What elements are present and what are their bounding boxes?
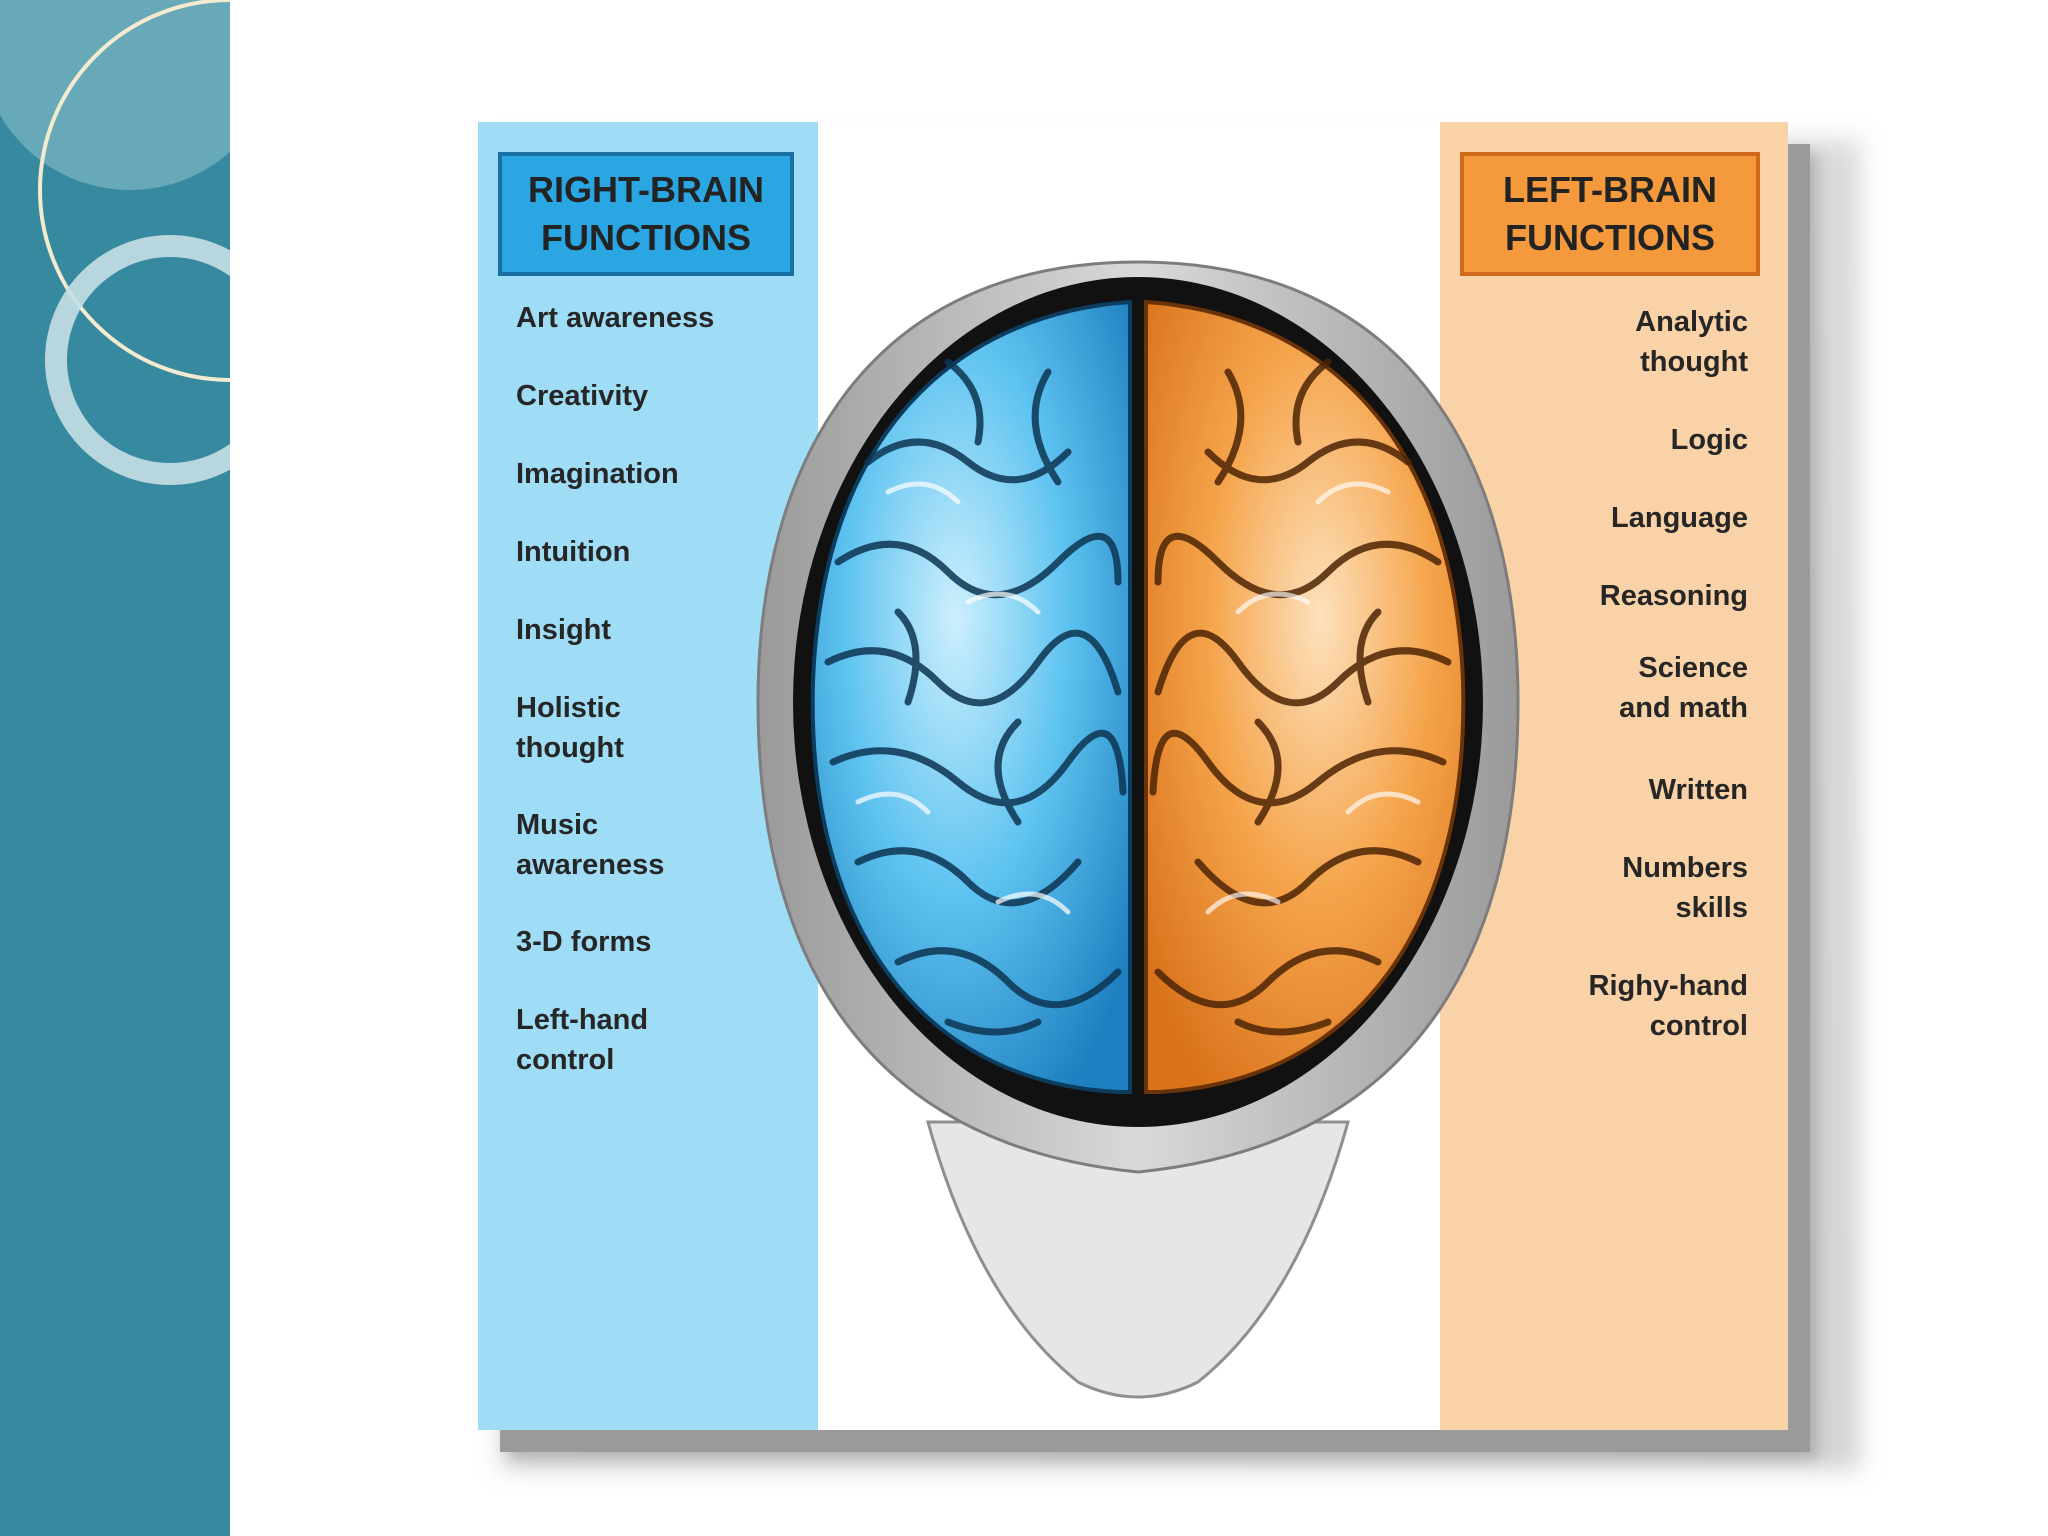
list-item: Reasoning (1600, 576, 1748, 616)
list-item: Insight (516, 610, 611, 650)
list-item: Intuition (516, 532, 630, 572)
list-item: Imagination (516, 454, 679, 494)
left-brain-title: LEFT-BRAIN FUNCTIONS (1460, 152, 1760, 276)
left-brain-title-line2: FUNCTIONS (1464, 214, 1756, 262)
list-item: Written (1649, 770, 1748, 810)
right-brain-title-line2: FUNCTIONS (502, 214, 790, 262)
list-item: Logic (1671, 420, 1748, 460)
left-brain-title-line1: LEFT-BRAIN (1464, 166, 1756, 214)
list-item: Creativity (516, 376, 648, 416)
decorative-side-band (0, 0, 230, 1536)
list-item: Art awareness (516, 298, 714, 338)
head-brain-illustration (718, 162, 1558, 1422)
brain-functions-diagram: RIGHT-BRAIN FUNCTIONS LEFT-BRAIN FUNCTIO… (478, 122, 1788, 1430)
decorative-circles (0, 0, 230, 520)
right-brain-title: RIGHT-BRAIN FUNCTIONS (498, 152, 794, 276)
right-brain-title-line1: RIGHT-BRAIN (502, 166, 790, 214)
list-item: 3-D forms (516, 922, 651, 962)
list-item: Language (1611, 498, 1748, 538)
